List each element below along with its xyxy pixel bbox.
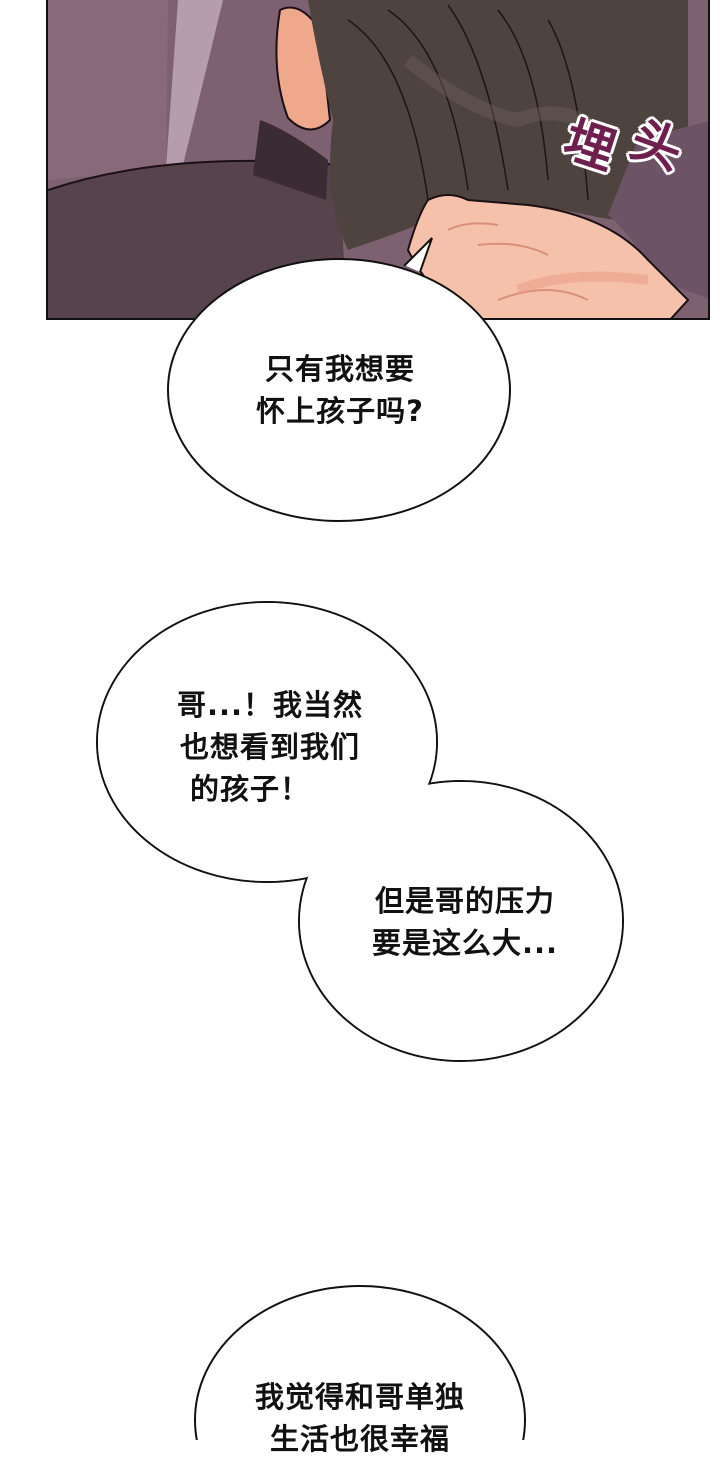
dialogue-line: 也想看到我们 bbox=[179, 730, 360, 764]
dialogue-line: 生活也很幸福 bbox=[269, 1422, 450, 1456]
sfx-text: 埋 头 bbox=[557, 80, 690, 182]
speech-bubble-2-text: 哥...！我当然 也想看到我们 的孩子！ bbox=[130, 684, 410, 810]
speech-bubble-3-text: 但是哥的压力 要是这么大... bbox=[330, 880, 600, 964]
dialogue-line: 只有我想要 bbox=[264, 352, 415, 386]
panel-illustration bbox=[48, 0, 708, 318]
dialogue-line: 哥...！我当然 bbox=[176, 688, 364, 722]
sfx-char-1: 埋 bbox=[557, 110, 623, 182]
dialogue-line: 的孩子！ bbox=[190, 772, 311, 806]
dialogue-line: 怀上孩子吗? bbox=[256, 394, 424, 428]
speech-bubble-1-text: 只有我想要 怀上孩子吗? bbox=[200, 348, 480, 432]
dialogue-line: 要是这么大... bbox=[371, 926, 559, 960]
speech-bubble-4-text: 我觉得和哥单独 生活也很幸福 bbox=[210, 1376, 510, 1460]
speech-bubble-2-3-shape bbox=[96, 601, 624, 1062]
dialogue-line: 我觉得和哥单独 bbox=[254, 1380, 465, 1414]
dialogue-line: 但是哥的压力 bbox=[374, 884, 555, 918]
comic-panel: 埋 头 bbox=[46, 0, 710, 320]
